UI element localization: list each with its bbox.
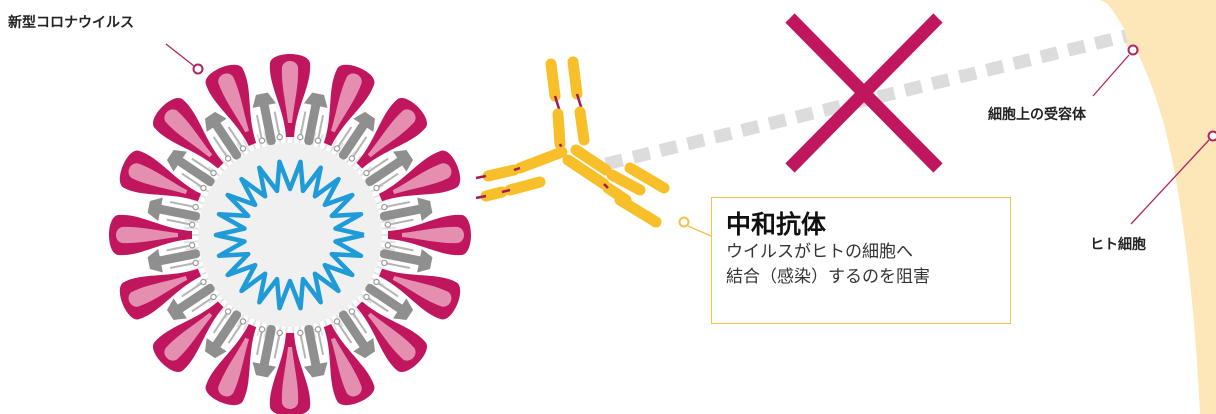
- label-human-cell: ヒト細胞: [1090, 237, 1146, 253]
- antibody-hinge: [475, 194, 487, 200]
- heavy-chain: [570, 144, 612, 176]
- leader-virus: [165, 43, 204, 75]
- spike-protein: [205, 64, 257, 146]
- light-chain: [480, 186, 508, 202]
- antibody-callout: 中和抗体 ウイルスがヒトの細胞へ 結合（感染）するのを阻害: [711, 197, 1011, 324]
- light-chain: [574, 106, 590, 146]
- membrane-protein: [166, 150, 217, 192]
- virus-envelope: [198, 143, 382, 327]
- spike-protein: [269, 54, 311, 137]
- spike-protein: [119, 150, 201, 202]
- callout-title: 中和抗体: [726, 210, 827, 239]
- spike-protein: [323, 324, 375, 406]
- spike-protein: [356, 98, 427, 169]
- antibody-hinge: [501, 188, 511, 194]
- antibody-icon: [475, 56, 670, 228]
- coronavirus-particle: [109, 54, 471, 414]
- callout-line-2: 結合（感染）するのを阻害: [726, 267, 930, 287]
- membrane-protein: [147, 242, 201, 273]
- heavy-chain: [482, 164, 520, 182]
- heavy-chain: [614, 194, 662, 228]
- heavy-chain: [514, 146, 568, 174]
- spike-protein: [205, 324, 257, 406]
- antibody-hinge: [513, 166, 521, 172]
- membrane-protein: [252, 324, 283, 378]
- spike-protein: [379, 150, 461, 202]
- membrane-protein: [333, 111, 375, 162]
- membrane-protein: [205, 308, 247, 359]
- spike-protein: [153, 301, 224, 372]
- spike-protein: [269, 333, 311, 414]
- antibody-hinge: [475, 174, 487, 180]
- leader-antibody: [678, 216, 712, 237]
- membrane-protein: [379, 242, 433, 273]
- membrane-protein: [147, 197, 201, 228]
- callout-line-1: ウイルスがヒトの細胞へ: [726, 242, 913, 262]
- membrane-protein: [205, 111, 247, 162]
- heavy-chain: [552, 108, 566, 150]
- membrane-protein: [297, 324, 328, 378]
- receptor-bump: [1100, 0, 1160, 54]
- light-chain: [504, 176, 546, 196]
- spike-protein: [323, 64, 375, 146]
- membrane-protein: [363, 278, 414, 320]
- heavy-chain: [562, 154, 610, 190]
- leader-receptor: [1092, 44, 1139, 97]
- spike-protein: [109, 214, 192, 256]
- membrane-protein: [252, 92, 283, 146]
- membrane-protein: [333, 308, 375, 359]
- block-cross-icon: [785, 13, 943, 173]
- spike-protein: [388, 214, 471, 256]
- leader-cell: [1130, 130, 1216, 225]
- spike-protein: [119, 268, 201, 320]
- viral-rna: [213, 159, 365, 311]
- label-virus: 新型コロナウイルス: [8, 15, 134, 31]
- membrane-protein: [297, 92, 328, 146]
- label-receptor: 細胞上の受容体: [988, 107, 1086, 123]
- spike-protein: [379, 268, 461, 320]
- light-chain: [567, 56, 583, 100]
- membrane-protein: [379, 197, 433, 228]
- heavy-chain: [624, 162, 670, 194]
- heavy-chain: [606, 169, 646, 196]
- spike-protein: [356, 301, 427, 372]
- membrane-protein: [363, 150, 414, 192]
- spike-protein: [153, 98, 224, 169]
- heavy-chain: [545, 58, 561, 102]
- human-cell-shape: [1105, 0, 1216, 414]
- membrane-protein: [166, 278, 217, 320]
- antibody-hinge: [603, 183, 609, 189]
